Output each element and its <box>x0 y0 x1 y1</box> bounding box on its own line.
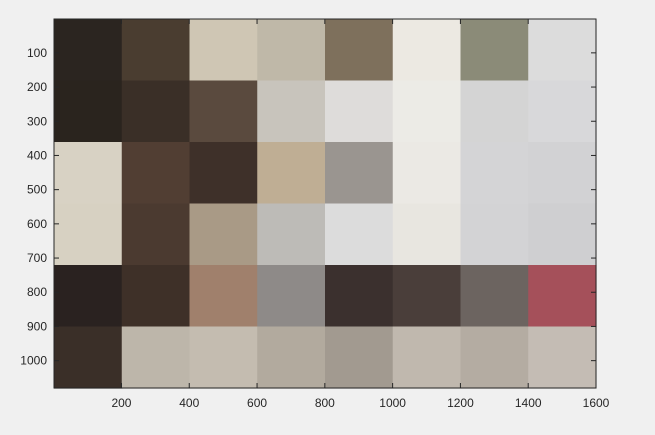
image-cell <box>460 265 529 328</box>
image-cell <box>392 142 462 205</box>
x-tick-label: 800 <box>315 396 335 410</box>
x-tick-label: 1200 <box>447 396 474 410</box>
y-axis-ticks: 100 200 300 400 500 600 700 800 900 1000 <box>20 46 596 368</box>
y-tick-label: 900 <box>27 319 47 333</box>
image-cell <box>189 326 258 389</box>
image-cell <box>528 326 597 389</box>
image-cell <box>189 80 258 143</box>
image-cell <box>392 203 462 266</box>
image-pixels <box>54 19 597 389</box>
image-cell <box>189 203 258 266</box>
image-cell <box>325 326 394 389</box>
image-cell <box>325 142 394 205</box>
image-cell <box>460 203 529 266</box>
image-cell <box>257 19 326 82</box>
image-cell <box>121 80 191 143</box>
x-axis-ticks: 200 400 600 800 1000 1200 1400 1600 <box>111 19 610 410</box>
image-cell <box>392 265 462 328</box>
image-cell <box>257 265 326 328</box>
image-cell <box>528 265 597 328</box>
image-cell <box>257 142 326 205</box>
image-cell <box>325 265 394 328</box>
y-tick-label: 1000 <box>20 354 47 368</box>
x-tick-label: 1400 <box>515 396 542 410</box>
image-cell <box>325 19 394 82</box>
image-cell <box>121 326 191 389</box>
image-cell <box>392 326 462 389</box>
image-cell <box>460 19 529 82</box>
image-cell <box>257 203 326 266</box>
image-cell <box>54 142 123 205</box>
x-tick-label: 1000 <box>379 396 406 410</box>
image-cell <box>257 326 326 389</box>
y-tick-label: 100 <box>27 46 47 60</box>
image-cell <box>528 142 597 205</box>
image-cell <box>528 19 597 82</box>
image-cell <box>189 265 258 328</box>
image-cell <box>121 203 191 266</box>
image-cell <box>325 203 394 266</box>
image-cell <box>189 142 258 205</box>
x-tick-label: 400 <box>179 396 199 410</box>
y-tick-label: 800 <box>27 285 47 299</box>
image-cell <box>460 326 529 389</box>
image-cell <box>121 265 191 328</box>
image-cell <box>121 19 191 82</box>
image-cell <box>528 203 597 266</box>
image-cell <box>54 203 123 266</box>
y-tick-label: 700 <box>27 251 47 265</box>
x-tick-label: 1600 <box>583 396 610 410</box>
image-cell <box>392 80 462 143</box>
image-cell <box>528 80 597 143</box>
image-cell <box>257 80 326 143</box>
image-cell <box>54 265 123 328</box>
image-cell <box>54 80 123 143</box>
image-cell <box>460 142 529 205</box>
x-tick-label: 200 <box>111 396 131 410</box>
y-tick-label: 600 <box>27 217 47 231</box>
image-cell <box>325 80 394 143</box>
y-tick-label: 400 <box>27 148 47 162</box>
y-tick-label: 300 <box>27 114 47 128</box>
image-cell <box>54 19 123 82</box>
x-tick-label: 600 <box>247 396 267 410</box>
image-cell <box>189 19 258 82</box>
y-tick-label: 200 <box>27 80 47 94</box>
image-cell <box>121 142 191 205</box>
image-cell <box>392 19 462 82</box>
y-tick-label: 500 <box>27 183 47 197</box>
image-cell <box>460 80 529 143</box>
image-cell <box>54 326 123 389</box>
